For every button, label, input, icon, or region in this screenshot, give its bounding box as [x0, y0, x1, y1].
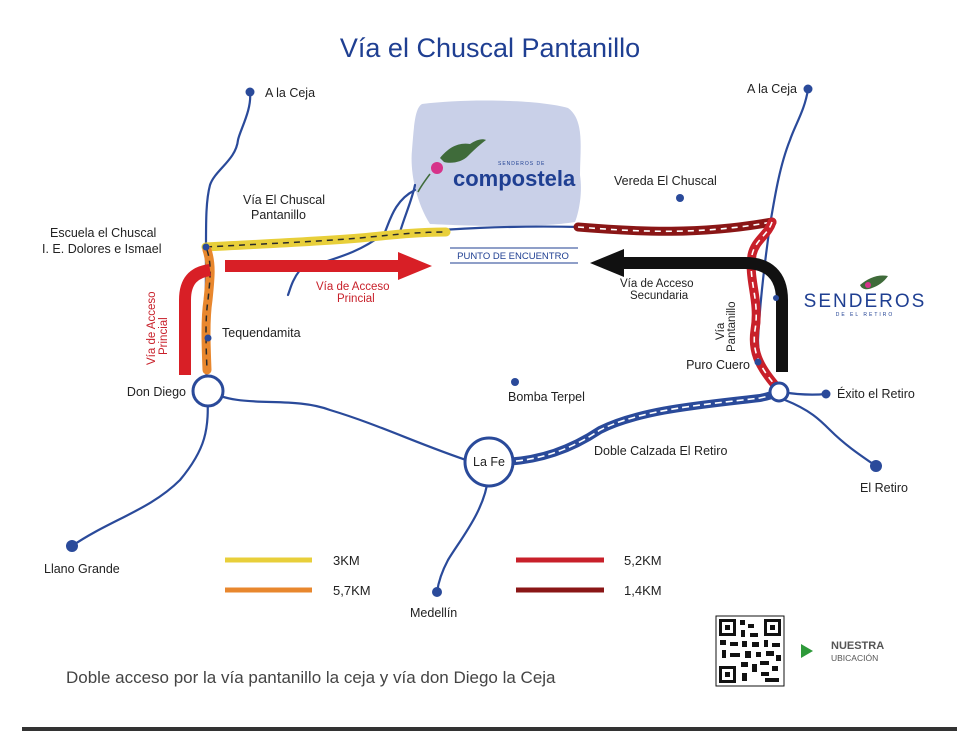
label-vereda: Vereda El Chuscal: [614, 174, 717, 188]
label-via-chuscal-1: Vía El Chuscal: [243, 193, 325, 207]
label-principal-vertical-2: Princial: [158, 317, 170, 355]
label-principal-1: Vía de Acceso: [316, 281, 390, 293]
senderos-bird-icon: [860, 275, 888, 290]
label-el-retiro: El Retiro: [860, 481, 908, 495]
punto-encuentro: PUNTO DE ENCUENTRO: [457, 251, 569, 262]
legend: 3KM 5,7KM 5,2KM 1,4KM: [225, 553, 662, 598]
label-llano-grande: Llano Grande: [44, 562, 120, 576]
label-via-chuscal-2: Pantanillo: [251, 208, 306, 222]
compostela-text: compostela: [453, 166, 576, 191]
red-route: [746, 217, 780, 390]
hummingbird-icon: [440, 139, 486, 163]
place-markers: [66, 84, 882, 597]
legend-label-orange: 5,7KM: [333, 583, 371, 598]
legend-label-red: 5,2KM: [624, 553, 662, 568]
label-secundaria-2: Secundaria: [630, 290, 689, 302]
senderos-small: DE EL RETIRO: [836, 312, 895, 318]
qr-label-1: NUESTRA: [831, 640, 884, 652]
footer-caption: Doble acceso por la vía pantanillo la ce…: [66, 668, 556, 687]
label-escuela-1: Escuela el Chuscal: [50, 226, 156, 240]
label-tequendamita: Tequendamita: [222, 326, 301, 340]
legend-label-darkred: 1,4KM: [624, 583, 662, 598]
flower-icon: [431, 162, 443, 174]
label-bomba: Bomba Terpel: [508, 390, 585, 404]
don-diego-roundabout: [191, 374, 225, 408]
label-doble-calzada: Doble Calzada El Retiro: [594, 444, 727, 458]
label-principal-2: Princial: [337, 293, 375, 305]
senderos-logo: SENDEROS DE EL RETIRO: [804, 275, 927, 318]
retiro-roundabout: [768, 381, 790, 403]
compostela-small: SENDEROS DE: [498, 161, 545, 167]
label-escuela-2: I. E. Dolores e Ismael: [42, 242, 162, 256]
principal-vertical-line: [179, 264, 212, 375]
label-a-la-ceja-right: A la Ceja: [747, 82, 797, 96]
play-arrow-icon: [801, 644, 813, 658]
label-exito: Éxito el Retiro: [837, 386, 915, 401]
qr-code[interactable]: [715, 615, 785, 687]
label-medellin: Medellín: [410, 606, 457, 620]
label-via-pantanillo-2: Pantanillo: [726, 301, 738, 352]
map-title: Vía el Chuscal Pantanillo: [340, 33, 640, 63]
la-fe-roundabout: [463, 436, 515, 488]
label-puro-cuero: Puro Cuero: [686, 358, 750, 372]
compostela-area: [411, 100, 581, 226]
senderos-text: SENDEROS: [804, 291, 927, 312]
compostela-logo: SENDEROS DE compostela: [417, 139, 576, 193]
secondary-arrow: [622, 257, 788, 372]
label-a-la-ceja-left: A la Ceja: [265, 86, 315, 100]
label-secundaria-1: Vía de Acceso: [620, 278, 694, 290]
bottom-divider: [22, 727, 957, 731]
label-don-diego: Don Diego: [127, 385, 186, 399]
la-fe-label: La Fe: [473, 455, 505, 469]
label-principal-vertical-1: Vía de Acceso: [146, 291, 158, 365]
legend-label-yellow: 3KM: [333, 553, 360, 568]
secondary-arrow-head: [590, 249, 624, 277]
principal-arrow-head: [398, 252, 432, 280]
qr-label-2: UBICACIÓN: [831, 653, 878, 663]
label-via-pantanillo-1: Vía: [715, 322, 727, 340]
